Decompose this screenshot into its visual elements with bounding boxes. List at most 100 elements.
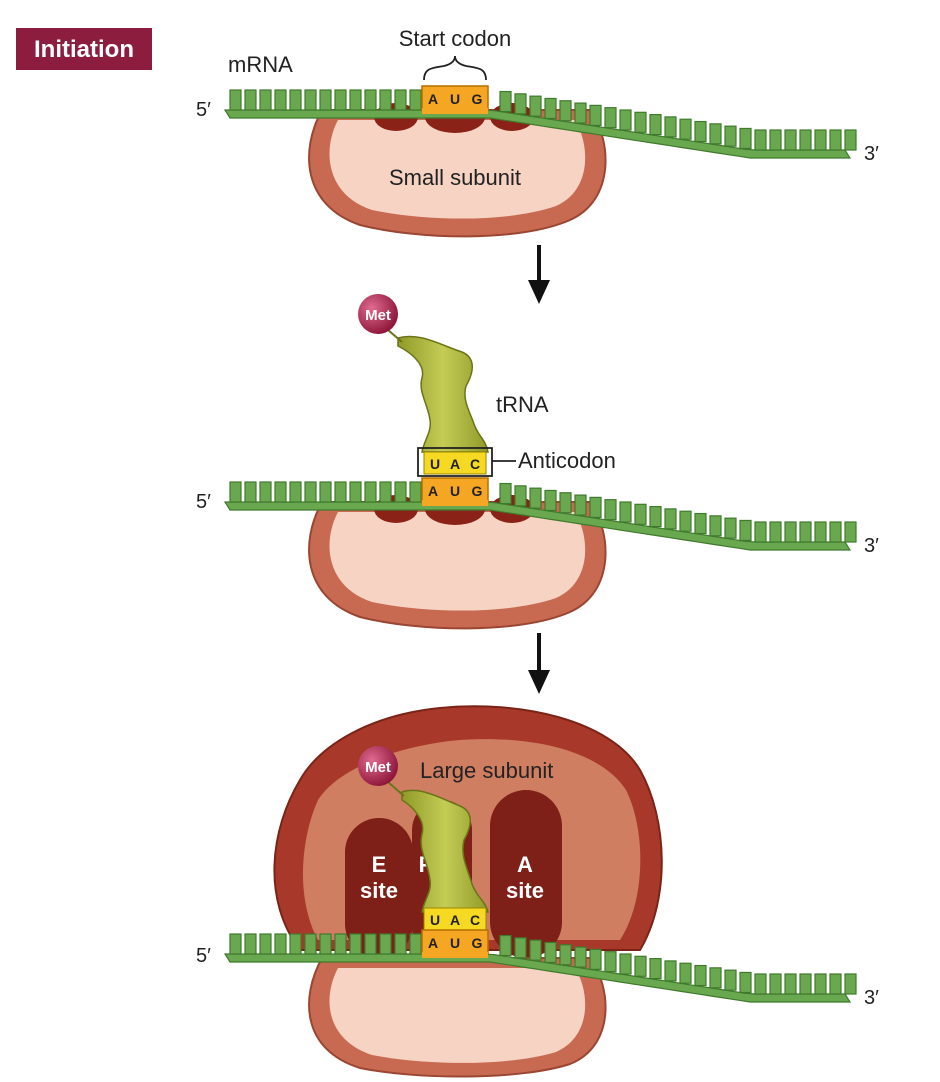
mrna-base: [259, 89, 272, 111]
methionine: [358, 746, 398, 786]
mrna-base: [739, 519, 752, 542]
mrna-base: [289, 933, 302, 955]
mrna-base: [334, 933, 347, 955]
mrna-base: [844, 973, 857, 995]
trna: [401, 789, 489, 913]
anticodon: U A C: [423, 907, 487, 931]
mrna-base: [274, 481, 287, 503]
mrna-base: [724, 125, 737, 147]
mrna-base: [784, 973, 797, 995]
mrna-base: [679, 510, 692, 532]
large-subunit-label: Large subunit: [420, 758, 553, 783]
e-site-label-line2: site: [360, 878, 398, 903]
small-subunit-label: Small subunit: [389, 165, 521, 190]
anticodon-nucleotide: A: [450, 912, 460, 928]
anticodon-label: Anticodon: [518, 448, 616, 473]
mrna-base: [799, 973, 812, 995]
mrna-base: [724, 969, 737, 991]
mrna-base: [784, 521, 797, 543]
mrna-base: [694, 512, 707, 535]
mrna-base: [844, 521, 857, 543]
mrna-base: [229, 933, 242, 955]
mrna-base: [379, 89, 392, 111]
mrna-base: [274, 933, 287, 955]
mrna-base: [604, 499, 617, 521]
anticodon: U A C: [417, 447, 493, 477]
mrna-strand: [223, 933, 857, 1003]
mrna-base: [694, 120, 707, 143]
anticodon-nucleotide: C: [470, 456, 480, 472]
mrna-base: [529, 95, 542, 117]
mrna-base: [304, 481, 317, 503]
mrna-base: [799, 521, 812, 543]
mrna-base: [754, 521, 767, 543]
mrna-base: [649, 506, 662, 528]
mrna-base: [709, 123, 722, 145]
title: Initiation: [34, 36, 134, 63]
methionine: [358, 294, 398, 334]
mrna-base: [769, 973, 782, 995]
mrna-base: [544, 941, 557, 964]
mrna-base: [244, 481, 257, 503]
mrna-base: [559, 944, 572, 966]
mrna-base: [664, 508, 677, 530]
anticodon-nucleotide: U: [430, 912, 440, 928]
mrna-base: [514, 93, 527, 115]
mrna-base: [274, 89, 287, 111]
mrna-base: [829, 129, 842, 151]
mrna-base: [604, 951, 617, 973]
mrna-base: [664, 960, 677, 982]
mrna-base: [379, 481, 392, 503]
mrna-label: mRNA: [228, 52, 293, 77]
mrna-base: [499, 934, 512, 957]
mrna-base: [574, 102, 587, 124]
mrna-base: [829, 521, 842, 543]
codon: A U G: [421, 929, 489, 958]
mrna-base: [649, 114, 662, 136]
mrna-base: [364, 933, 377, 955]
codon-nucleotide: U: [450, 483, 460, 499]
mrna-base: [589, 104, 602, 126]
mrna-base: [724, 517, 737, 539]
mrna-base: [319, 933, 332, 955]
codon-nucleotide: G: [472, 935, 483, 951]
codon: A U G: [421, 477, 489, 506]
mrna-base: [679, 118, 692, 140]
a-site-label: A: [517, 852, 533, 877]
mrna-base: [619, 109, 632, 131]
codon-nucleotide: U: [450, 935, 460, 951]
mrna-base: [514, 937, 527, 959]
down-arrow-icon: [528, 633, 550, 694]
mrna-base: [589, 948, 602, 970]
mrna-base: [499, 90, 512, 113]
mrna-base: [634, 955, 647, 977]
a-site: [490, 790, 562, 958]
mrna-base: [634, 503, 647, 525]
mrna-base: [409, 89, 422, 111]
mrna-base: [619, 953, 632, 975]
mrna-base: [259, 933, 272, 955]
mrna-base: [229, 481, 242, 503]
mrna-base: [739, 971, 752, 994]
trna-label: tRNA: [496, 392, 549, 417]
mrna-base: [544, 489, 557, 512]
anticodon-nucleotide: U: [430, 456, 440, 472]
mrna-base: [679, 962, 692, 984]
mrna-base: [814, 521, 827, 543]
panel-1: Small subunit A U G Start codon mRNA 5′ …: [196, 26, 879, 238]
mrna-base: [844, 129, 857, 151]
anticodon-nucleotide: A: [450, 456, 460, 472]
a-site-label-line2: site: [506, 878, 544, 903]
codon-nucleotide: G: [472, 483, 483, 499]
e-site: [345, 818, 413, 958]
codon-nucleotide: A: [428, 483, 438, 499]
e-site-label: E: [372, 852, 387, 877]
mrna-base: [409, 933, 422, 955]
mrna-base: [649, 958, 662, 980]
three-prime-label: 3′: [864, 535, 879, 557]
mrna-base: [394, 933, 407, 955]
codon-nucleotide: A: [428, 935, 438, 951]
mrna-base: [739, 127, 752, 150]
mrna-base: [799, 129, 812, 151]
mrna-base: [244, 933, 257, 955]
